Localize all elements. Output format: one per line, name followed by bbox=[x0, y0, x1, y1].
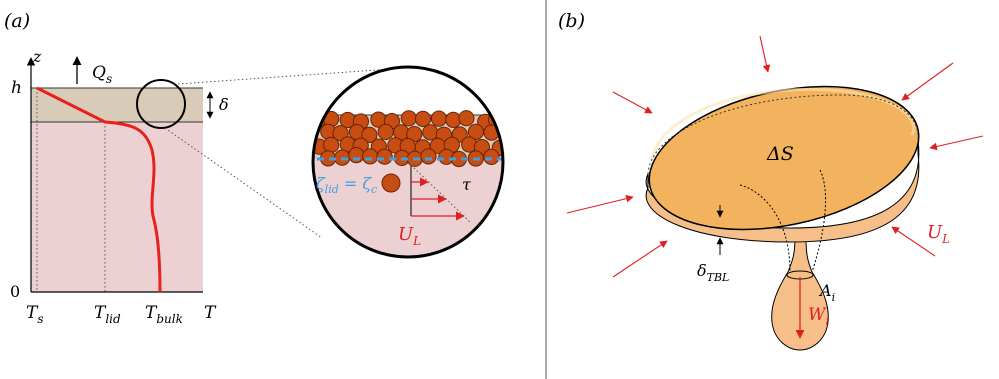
Tbulk-label: Tbulk bbox=[145, 303, 183, 326]
crystal-particle bbox=[361, 126, 378, 143]
Ts-label: Ts bbox=[26, 303, 44, 326]
dTBL-label: δTBL bbox=[697, 261, 729, 284]
temperature-profile bbox=[36, 86, 162, 293]
crystal-particle bbox=[458, 110, 475, 127]
crystal-particle bbox=[362, 148, 379, 165]
h-label: h bbox=[11, 78, 22, 98]
inflow-arrow bbox=[566, 194, 634, 214]
crystal-particle bbox=[414, 110, 432, 128]
zoom-ellipse bbox=[136, 79, 186, 129]
inflow-arrow bbox=[891, 226, 936, 257]
inflow-arrow bbox=[901, 62, 954, 101]
deltaS-label: ΔS bbox=[766, 143, 794, 165]
inflow-arrows bbox=[566, 35, 984, 278]
crystal-particle bbox=[430, 110, 447, 127]
crystal-particles bbox=[313, 110, 503, 168]
bulk-region bbox=[31, 122, 203, 292]
shear-profile-line bbox=[410, 164, 471, 223]
disk-dashed-rim bbox=[647, 94, 919, 175]
panel-b-label: (b) bbox=[558, 10, 585, 32]
crystal-particle bbox=[323, 136, 340, 153]
zeta-label: ζlid = ζc bbox=[316, 174, 377, 196]
UL-label-inset: UL bbox=[398, 224, 421, 248]
crystal-particle bbox=[420, 148, 437, 165]
crystal-particle bbox=[422, 124, 439, 141]
delta-label: δ bbox=[219, 95, 229, 114]
panel-a-label: (a) bbox=[4, 10, 30, 32]
crystal-particle bbox=[377, 123, 394, 140]
inflow-arrow bbox=[929, 135, 984, 151]
Ai-label: Ai bbox=[818, 281, 835, 304]
z-label: z bbox=[32, 47, 42, 66]
inset-circle bbox=[311, 65, 505, 259]
inflow-arrow bbox=[759, 35, 771, 73]
settling-particle bbox=[381, 173, 401, 193]
tau-label: τ bbox=[462, 175, 472, 194]
crystal-particle bbox=[483, 148, 500, 165]
zoom-inset bbox=[313, 67, 503, 257]
lid-region bbox=[31, 88, 203, 122]
crystal-particle bbox=[376, 148, 393, 165]
Tlid-label: Tlid bbox=[94, 303, 121, 326]
crystal-particle bbox=[400, 110, 417, 127]
UL-label-b: UL bbox=[927, 222, 950, 246]
Qs-label: Qs bbox=[92, 63, 112, 86]
disk-top-highlight bbox=[650, 87, 916, 161]
Wi-label: Wi bbox=[808, 305, 829, 328]
inflow-arrow bbox=[612, 91, 653, 114]
zero-label: 0 bbox=[10, 282, 20, 301]
drain-curve-left bbox=[739, 184, 791, 273]
T-label: T bbox=[204, 303, 217, 323]
inflow-arrow bbox=[612, 240, 668, 278]
